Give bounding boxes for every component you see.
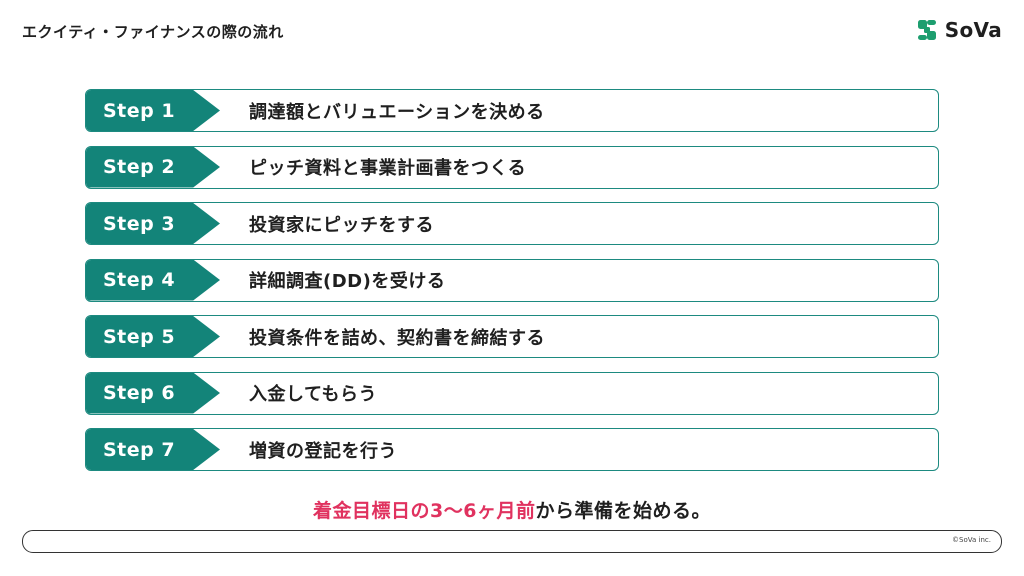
step-item: Step 4 詳細調査(DD)を受ける bbox=[85, 258, 939, 302]
step-text: ピッチ資料と事業計画書をつくる bbox=[249, 158, 527, 179]
step-item: Step 7 増資の登記を行う bbox=[85, 428, 939, 471]
footnote-highlight: 着金目標日の3〜6ヶ月前 bbox=[313, 500, 536, 522]
step-text: 投資条件を詰め、契約書を締結する bbox=[249, 327, 545, 349]
step-badge: Step 5 bbox=[86, 316, 220, 357]
step-badge: Step 6 bbox=[86, 372, 220, 414]
step-text: 詳細調査(DD)を受ける bbox=[249, 271, 446, 292]
footnote-rest: から準備を始める。 bbox=[535, 500, 711, 522]
page-title: エクイティ・ファイナンスの際の流れ bbox=[22, 23, 284, 41]
step-text: 増資の登記を行う bbox=[249, 440, 397, 462]
copyright: ©SoVa inc. bbox=[952, 536, 991, 544]
logo: SoVa bbox=[915, 18, 1002, 42]
step-text: 調達額とバリュエーションを決める bbox=[249, 101, 545, 123]
step-badge: Step 4 bbox=[86, 259, 220, 301]
step-item: Step 1 調達額とバリュエーションを決める bbox=[85, 89, 939, 132]
step-badge: Step 3 bbox=[86, 203, 220, 244]
step-item: Step 2 ピッチ資料と事業計画書をつくる bbox=[85, 145, 939, 189]
step-item: Step 6 入金してもらう bbox=[85, 371, 939, 415]
step-text: 入金してもらう bbox=[249, 384, 378, 405]
step-text: 投資家にピッチをする bbox=[249, 214, 434, 236]
step-badge: Step 2 bbox=[86, 146, 220, 188]
step-badge: Step 1 bbox=[86, 90, 220, 131]
logo-text: SoVa bbox=[944, 18, 1002, 42]
footer-bar: ©SoVa inc. bbox=[22, 530, 1002, 553]
step-item: Step 5 投資条件を詰め、契約書を締結する bbox=[85, 315, 939, 358]
sova-logo-icon bbox=[917, 20, 936, 40]
footnote: 着金目標日の3〜6ヶ月前から準備を始める。 bbox=[0, 496, 1024, 523]
step-item: Step 3 投資家にピッチをする bbox=[85, 202, 939, 245]
steps-list: Step 1 調達額とバリュエーションを決める Step 2 ピッチ資料と事業計… bbox=[85, 89, 939, 485]
step-badge: Step 7 bbox=[86, 429, 220, 470]
